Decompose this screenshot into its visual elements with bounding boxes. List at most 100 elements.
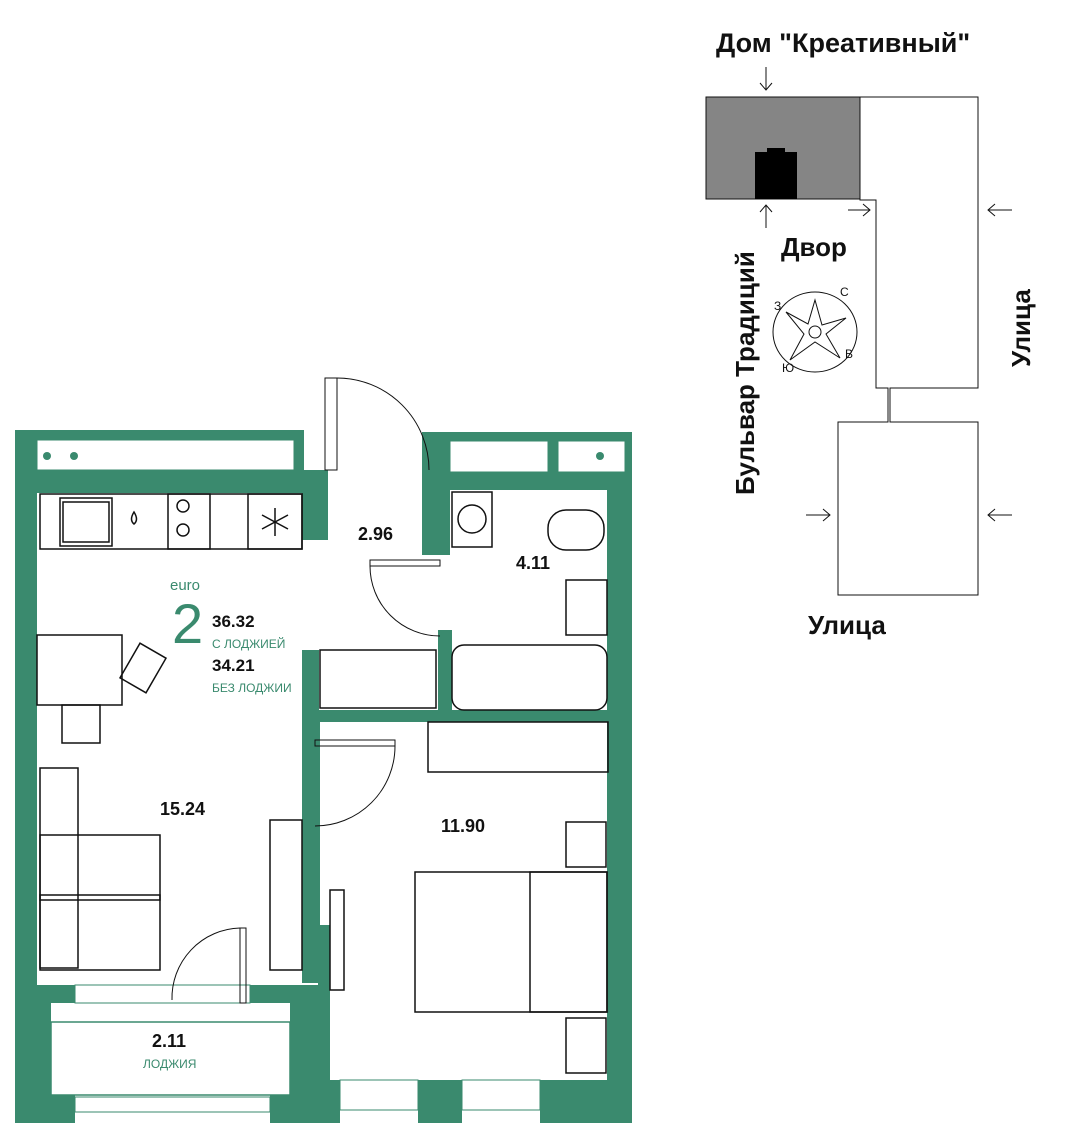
window-dot-2 [70, 452, 78, 460]
toilet [547, 509, 605, 551]
wall-kitchen-hall-lower [302, 650, 319, 720]
wall-kitchen-hall [302, 470, 328, 540]
wall-bath-top [422, 432, 632, 441]
loggia-door-swing [171, 927, 241, 1001]
bath-sink [565, 579, 608, 636]
wall-left-outer [15, 430, 37, 985]
window-bath-right [557, 440, 626, 473]
wall-hall-divider [302, 718, 320, 983]
wall-loggia-bottom-left [15, 1095, 75, 1123]
loggia-label: ЛОДЖИЯ [143, 1057, 197, 1071]
building-entrance-top [767, 148, 785, 154]
arrow-street-right-top [987, 203, 1012, 217]
wall-bath-right [607, 432, 632, 712]
window-dots [43, 452, 604, 460]
apartment-class-label: euro [170, 577, 201, 594]
water-drop-icon [130, 510, 138, 525]
bathtub [451, 644, 608, 711]
wall-bath-mullion [548, 432, 558, 477]
window-loggia-outer [74, 1096, 271, 1113]
window-loggia [74, 984, 251, 1004]
neighbor-building-outline [837, 96, 979, 596]
radiator-bedroom [427, 721, 609, 773]
fridge [247, 493, 303, 550]
room-area-loggia: 2.11 [152, 1031, 187, 1051]
stove-burner-2 [176, 523, 190, 537]
compass-ring [772, 291, 858, 373]
hall-wardrobe [269, 819, 303, 971]
site-plan [705, 67, 1012, 596]
room-area-hall: 2.96 [358, 524, 394, 544]
compass-south: Ю [782, 361, 795, 375]
entry-door-leaf [324, 377, 338, 471]
wall-kitchen-window-band [15, 470, 302, 493]
compass-center [808, 325, 822, 339]
chair-1 [61, 704, 101, 744]
kitchen-stove [167, 493, 211, 550]
rooms-count: 2 [172, 592, 204, 655]
washing-machine-drum [457, 504, 487, 534]
wall-bath-left-lower [438, 630, 452, 710]
compass-east: В [845, 347, 854, 361]
apartment-walls [15, 430, 632, 1123]
sofa-cushion-1 [39, 834, 161, 901]
loggia-door-leaf [239, 927, 247, 1004]
dining-table [36, 634, 123, 706]
kitchen-sink-inner [62, 501, 110, 543]
window-kitchen [36, 439, 295, 471]
building-entrance-marker [755, 152, 797, 199]
wall-bedroom-right [607, 710, 632, 1120]
window-bedroom-1 [339, 1079, 419, 1111]
bedroom-door-swing [314, 745, 396, 827]
area-without-loggia: 34.21 [212, 656, 255, 675]
arrow-left-bottom [806, 508, 831, 522]
site-courtyard-label: Двор [781, 232, 847, 262]
stove-burner-1 [176, 499, 190, 513]
compass-north: С [840, 285, 849, 299]
wall-bedroom-bottom-mid [418, 1080, 462, 1123]
with-loggia-label: С ЛОДЖИЕЙ [212, 637, 286, 651]
sofa-cushion-2 [39, 894, 161, 971]
wall-bedroom-left-pillar [318, 925, 330, 1085]
compass-west: З [774, 299, 782, 313]
site-street-bottom-label: Улица [808, 610, 886, 640]
window-dot-1 [43, 452, 51, 460]
wall-bedroom-bottom-left [318, 1080, 340, 1123]
nightstand-1 [565, 821, 607, 868]
wall-bath-bedroom [318, 710, 632, 722]
arrow-building-top [759, 67, 773, 91]
arrow-street-right-bottom [987, 508, 1012, 522]
window-bath-left [449, 440, 549, 473]
room-area-bedroom: 11.90 [441, 816, 486, 836]
bath-door-swing [369, 565, 441, 637]
entry-door-swing [336, 377, 430, 471]
bath-door-leaf [369, 559, 441, 567]
room-area-bathroom: 4.11 [516, 553, 551, 573]
wall-bath-right-top [625, 432, 632, 477]
kitchen-sink [59, 497, 113, 547]
wall-kitchen-bottom-right [250, 985, 320, 1003]
nightstand-2 [565, 1017, 607, 1074]
doors [171, 377, 441, 1004]
wall-kitchen-top [15, 430, 302, 440]
window-dot-3 [596, 452, 604, 460]
loggia-floor [50, 1021, 291, 1096]
arrow-inner-right [848, 203, 871, 217]
site-building-label: Дом "Креативный" [716, 28, 971, 58]
wall-kitchen-bottom-left [15, 985, 75, 1003]
compass-star [785, 298, 847, 361]
site-street-right-label: Улица [1006, 289, 1036, 367]
bed-headboard [529, 871, 608, 1013]
chair-2 [118, 642, 168, 694]
sofa-back [39, 767, 79, 969]
wall-bath-left [422, 440, 450, 555]
radiator-hall [319, 649, 437, 709]
wall-bath-window-band [422, 472, 632, 490]
site-boulevard-label: Бульвар Традиций [730, 251, 760, 495]
window-bedroom-2 [461, 1079, 541, 1111]
washing-machine [451, 491, 493, 548]
bed [414, 871, 608, 1013]
wall-bedroom-bottom-right [540, 1080, 632, 1123]
